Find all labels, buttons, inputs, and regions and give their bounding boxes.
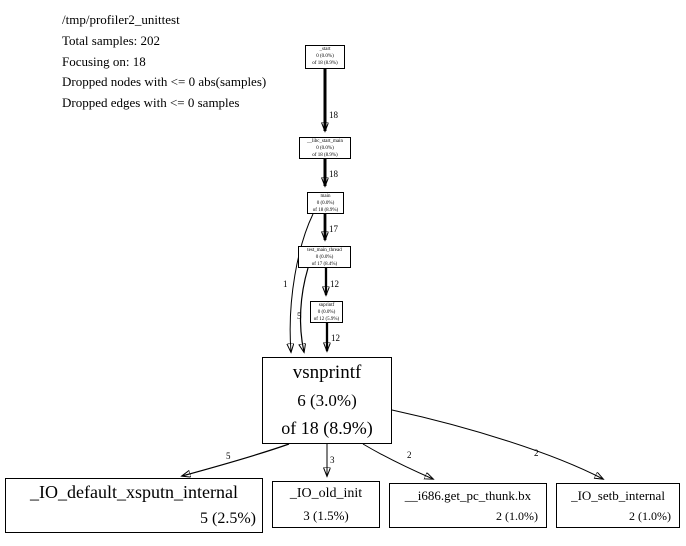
edge-weight-label: 18 [329, 110, 338, 120]
node-vsnprintf: vsnprintf 6 (3.0%) of 18 (8.9%) [262, 357, 392, 444]
node-io-old-init: _IO_old_init 3 (1.5%) [272, 481, 380, 528]
function-name: __i686.get_pc_thunk.bx [404, 488, 532, 503]
node-main: main 0 (0.0%) of 18 (8.9%) [307, 192, 344, 214]
dropped-nodes-note: Dropped nodes with <= 0 abs(samples) [62, 74, 267, 90]
self-samples: 0 (0.0%) [315, 254, 334, 260]
cumulative-samples: of 12 (5.9%) [313, 316, 340, 322]
node-libc-start-main: __libc_start_main 0 (0.0%) of 18 (8.9%) [299, 137, 351, 159]
self-samples: 2 (1.0%) [496, 509, 538, 523]
function-name: vsnprintf [292, 362, 362, 383]
edge-weight-label: 5 [297, 311, 302, 321]
function-name: _IO_setb_internal [571, 488, 665, 503]
node-test-main-thread: test_main_thread 0 (0.0%) of 17 (8.4%) [298, 246, 351, 268]
function-name: test_main_thread [307, 248, 342, 253]
cumulative-samples: of 18 (8.9%) [281, 418, 373, 438]
node-i686-get-pc-thunk: __i686.get_pc_thunk.bx 2 (1.0%) [389, 483, 547, 528]
edge-weight-label: 2 [407, 450, 412, 460]
edge-vsn-to-setb [391, 409, 603, 479]
edge-vsn-to-pcthunk [362, 443, 433, 479]
function-name: _IO_old_init [289, 486, 363, 501]
cumulative-samples: of 18 (8.9%) [312, 60, 338, 66]
edge-weight-label: 12 [330, 279, 339, 289]
function-name: main [320, 194, 331, 199]
node-snprintf: snprintf 0 (0.0%) of 12 (5.9%) [310, 301, 343, 323]
profile-path: /tmp/profiler2_unittest [62, 12, 180, 27]
cumulative-samples: of 18 (8.9%) [312, 152, 338, 158]
edge-weight-label: 17 [329, 224, 338, 234]
node-io-default-xsputn-internal: _IO_default_xsputn_internal 5 (2.5%) [5, 478, 263, 533]
node-start: _start 0 (0.0%) of 18 (8.9%) [305, 45, 345, 69]
edge-weight-label: 18 [329, 169, 338, 179]
function-name: _start [319, 47, 331, 52]
function-name: __libc_start_main [306, 139, 344, 144]
self-samples: 0 (0.0%) [316, 200, 335, 206]
self-samples: 2 (1.0%) [629, 509, 671, 523]
profile-summary: /tmp/profiler2_unittest Total samples: 2… [62, 10, 266, 114]
edge-weight-label: 5 [226, 451, 231, 461]
edge-main-to-vsn [290, 213, 314, 352]
edge-weight-label: 2 [534, 448, 539, 458]
self-samples: 3 (1.5%) [303, 508, 349, 523]
function-name: snprintf [318, 303, 335, 308]
cumulative-samples: of 17 (8.4%) [311, 261, 338, 267]
self-samples: 0 (0.0%) [316, 53, 334, 59]
function-name: _IO_default_xsputn_internal [30, 482, 238, 502]
self-samples: 0 (0.0%) [316, 145, 334, 151]
self-samples: 6 (3.0%) [297, 391, 357, 410]
dropped-edges-note: Dropped edges with <= 0 samples [62, 95, 240, 111]
edge-tmt-to-vsn [301, 267, 309, 352]
focusing-on: Focusing on: 18 [62, 53, 146, 69]
total-samples: Total samples: 202 [62, 32, 161, 48]
node-io-setb-internal: _IO_setb_internal 2 (1.0%) [556, 483, 680, 528]
self-samples: 0 (0.0%) [317, 309, 336, 315]
edge-weight-label: 12 [331, 333, 340, 343]
edge-weight-label: 1 [283, 279, 288, 289]
edge-weight-label: 3 [330, 455, 335, 465]
cumulative-samples: of 18 (8.9%) [312, 207, 339, 213]
self-samples: 5 (2.5%) [200, 510, 256, 527]
edge-vsn-to-xsputn [182, 443, 290, 476]
